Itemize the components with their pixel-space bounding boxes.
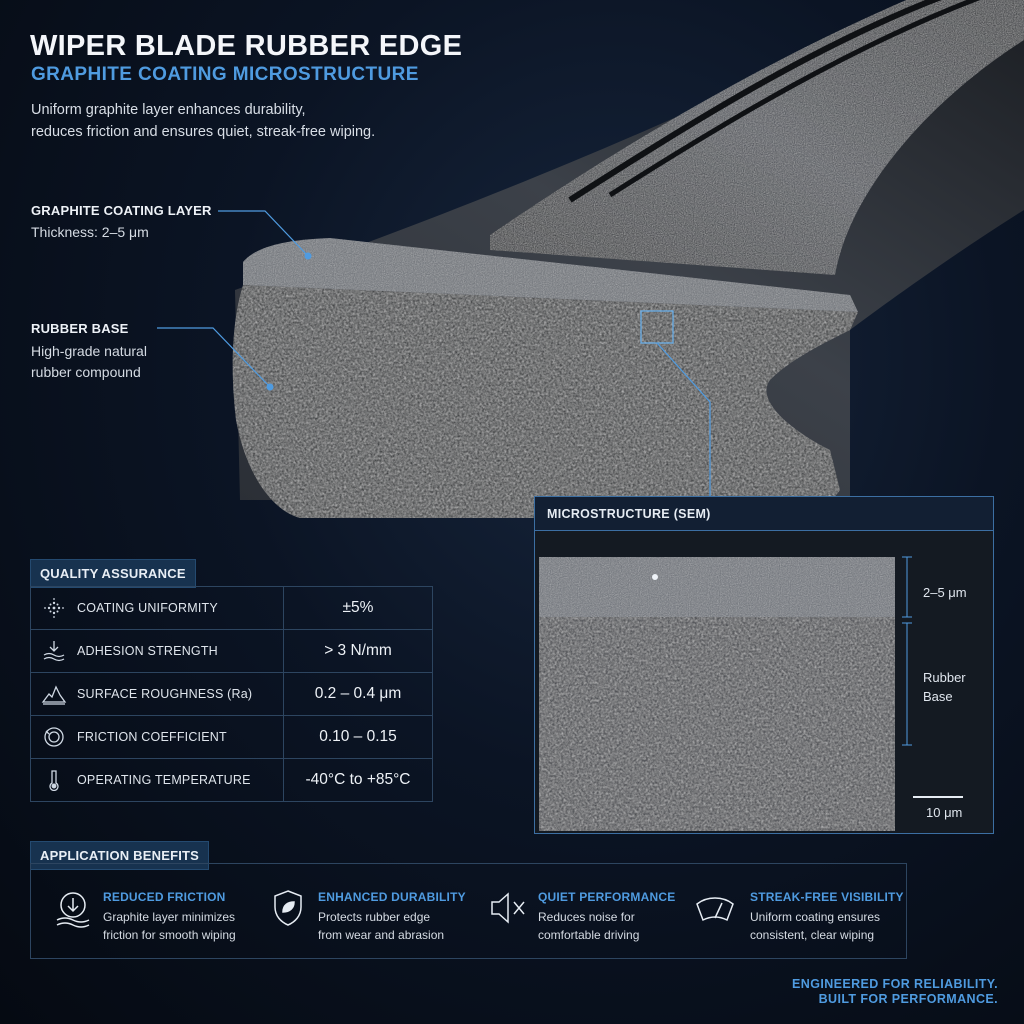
- dotted-circle-icon: [41, 597, 67, 619]
- coating-callout: GRAPHITE COATING LAYER Thickness: 2–5 μm: [31, 203, 212, 243]
- intro-line: Uniform graphite layer enhances durabili…: [31, 102, 306, 118]
- quality-value: 0.2 – 0.4 μm: [283, 672, 433, 716]
- quality-label: COATING UNIFORMITY: [77, 601, 218, 615]
- rubber-callout-text: rubber compound: [31, 364, 141, 380]
- table-row: SURFACE ROUGHNESS (Ra) 0.2 – 0.4 μm: [30, 672, 433, 716]
- benefits-panel: REDUCED FRICTION Graphite layer minimize…: [30, 863, 907, 959]
- table-cell-label: SURFACE ROUGHNESS (Ra): [30, 672, 284, 716]
- benefit-text-line: Uniform coating ensures: [750, 910, 881, 924]
- benefit-title: STREAK-FREE VISIBILITY: [750, 890, 904, 904]
- benefit-text-line: friction for smooth wiping: [103, 927, 236, 942]
- sem-panel: MICROSTRUCTURE (SEM) 2–5 μm Rubber Base …: [534, 496, 994, 834]
- footer-line: ENGINEERED FOR RELIABILITY.: [792, 977, 998, 991]
- friction-ring-icon: [41, 726, 67, 748]
- table-row: COATING UNIFORMITY ±5%: [30, 586, 433, 630]
- quality-label: SURFACE ROUGHNESS (Ra): [77, 687, 253, 701]
- rubber-callout: RUBBER BASE High-grade natural rubber co…: [31, 321, 147, 383]
- benefit-text-line: comfortable driving: [538, 927, 640, 942]
- benefits-heading: APPLICATION BENEFITS: [30, 841, 210, 870]
- sem-base-label: Rubber Base: [923, 668, 966, 706]
- intro-line: reduces friction and ensures quiet, stre…: [31, 124, 376, 140]
- speaker-mute-icon: [488, 888, 528, 928]
- benefit-title: QUIET PERFORMANCE: [538, 890, 676, 904]
- footer-tagline: ENGINEERED FOR RELIABILITY. BUILT FOR PE…: [792, 977, 998, 1007]
- benefit-text: Protects rubber edge from wear and abras…: [318, 909, 444, 944]
- benefit-text-line: Protects rubber edge: [318, 910, 431, 924]
- windshield-wiper-icon: [691, 888, 739, 928]
- benefit-text-line: Reduces noise for: [538, 910, 635, 924]
- quality-value: 0.10 – 0.15: [283, 715, 433, 759]
- coating-callout-text: Thickness: 2–5 μm: [31, 224, 149, 240]
- coating-callout-title: GRAPHITE COATING LAYER: [31, 203, 212, 218]
- shield-leaf-icon: [268, 888, 308, 928]
- quality-label: ADHESION STRENGTH: [77, 644, 218, 658]
- benefit-title: REDUCED FRICTION: [103, 890, 226, 904]
- footer-line: BUILT FOR PERFORMANCE.: [818, 992, 998, 1006]
- table-row: ADHESION STRENGTH > 3 N/mm: [30, 629, 433, 673]
- benefit-title: ENHANCED DURABILITY: [318, 890, 466, 904]
- table-cell-label: ADHESION STRENGTH: [30, 629, 284, 673]
- thermometer-icon: [41, 769, 67, 792]
- benefit-text: Reduces noise for comfortable driving: [538, 909, 639, 944]
- benefit-text-line: consistent, clear wiping: [750, 927, 875, 942]
- sem-micrograph: [535, 531, 993, 833]
- down-arrow-circle-icon: [53, 888, 93, 928]
- quality-label: FRICTION COEFFICIENT: [77, 730, 227, 744]
- sem-coating-label: 2–5 μm: [923, 585, 967, 600]
- arrow-down-waves-icon: [41, 640, 67, 662]
- benefit-text: Graphite layer minimizes friction for sm…: [103, 909, 236, 944]
- table-cell-label: FRICTION COEFFICIENT: [30, 715, 284, 759]
- benefit-text: Uniform coating ensures consistent, clea…: [750, 909, 880, 944]
- table-cell-label: COATING UNIFORMITY: [30, 586, 284, 630]
- quality-heading: QUALITY ASSURANCE: [30, 559, 196, 588]
- benefit-text-line: Graphite layer minimizes: [103, 910, 236, 924]
- benefit-text-line: from wear and abrasion: [318, 927, 445, 942]
- rubber-callout-title: RUBBER BASE: [31, 321, 129, 336]
- sem-base-label-line: Rubber: [923, 670, 966, 685]
- sem-panel-title: MICROSTRUCTURE (SEM): [535, 497, 993, 531]
- table-row: FRICTION COEFFICIENT 0.10 – 0.15: [30, 715, 433, 759]
- table-row: OPERATING TEMPERATURE -40°C to +85°C: [30, 758, 433, 802]
- sem-base-label-line: Base: [923, 689, 953, 704]
- quality-value: > 3 N/mm: [283, 629, 433, 673]
- quality-value: -40°C to +85°C: [283, 758, 433, 802]
- quality-value: ±5%: [283, 586, 433, 630]
- surface-peak-icon: [41, 683, 67, 705]
- quality-label: OPERATING TEMPERATURE: [77, 773, 251, 787]
- sem-scale-label: 10 μm: [926, 805, 963, 820]
- table-cell-label: OPERATING TEMPERATURE: [30, 758, 284, 802]
- page-subtitle: GRAPHITE COATING MICROSTRUCTURE: [31, 64, 419, 85]
- rubber-callout-text: High-grade natural: [31, 343, 147, 359]
- page-title: WIPER BLADE RUBBER EDGE: [30, 30, 463, 62]
- quality-table: COATING UNIFORMITY ±5% ADHESION STRENGTH…: [30, 586, 433, 802]
- intro-text: Uniform graphite layer enhances durabili…: [31, 99, 431, 143]
